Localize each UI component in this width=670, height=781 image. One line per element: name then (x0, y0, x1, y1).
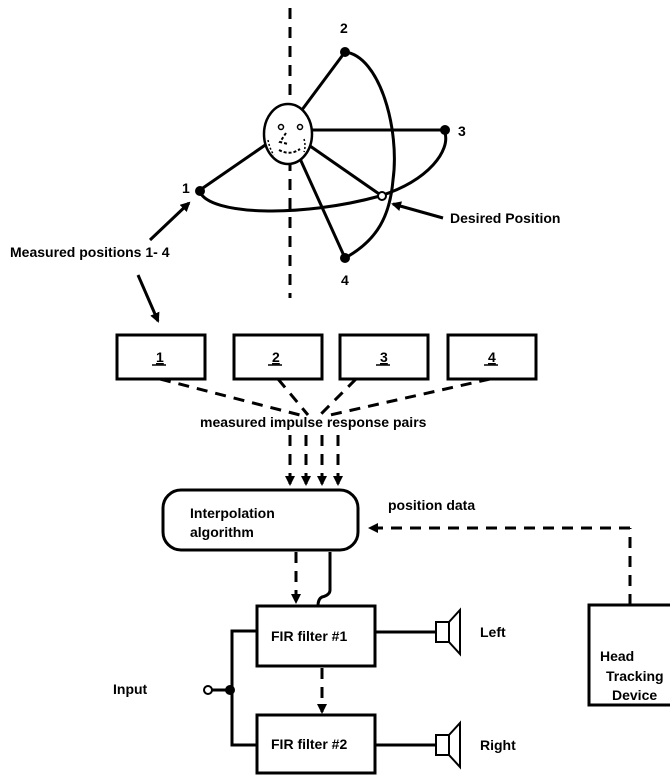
input-wiring (203, 629, 257, 747)
right-label: Right (480, 737, 516, 753)
position-label-2: 2 (340, 20, 348, 36)
head-tracking-label-line1: Head (600, 648, 634, 664)
interpolation-block: Interpolation algorithm (161, 488, 360, 552)
head-tracking-box (587, 603, 670, 707)
measured-positions-arrow-down (136, 274, 160, 323)
box-label-4: 4 (488, 349, 496, 365)
desired-position-marker (377, 191, 387, 201)
speaker-left-icon (375, 607, 461, 657)
head-tracking-device: Head Tracking Device (587, 603, 670, 707)
box-label-3: 3 (380, 349, 388, 365)
interpolation-label-line1: Interpolation (190, 505, 275, 521)
measurement-boxes: 1 2 3 4 (115, 333, 538, 381)
fir-filter-2-label: FIR filter #2 (271, 736, 347, 752)
horizontal-orbit (198, 132, 448, 213)
interp-hook-line (316, 552, 332, 607)
head-tracking-label-line2: Tracking (606, 668, 664, 684)
head-tracking-label-line3: Device (612, 687, 657, 703)
fir-filter-2-box (255, 713, 377, 775)
impulse-arrows (285, 435, 343, 486)
position-label-3: 3 (458, 123, 466, 139)
speaker-right-icon (375, 720, 461, 770)
input-terminal (203, 685, 213, 695)
position-dot-1 (195, 186, 205, 196)
position-data-path (368, 523, 632, 605)
measurement-box-3 (338, 333, 430, 381)
measurement-box-4 (446, 333, 538, 381)
interpolation-box (161, 488, 360, 552)
box-label-1: 1 (156, 349, 164, 365)
desired-position-arrow (391, 201, 444, 220)
box-label-2: 2 (272, 349, 280, 365)
measured-positions-arrow-up (148, 201, 191, 242)
head-face (262, 102, 314, 166)
convergence-lines (159, 377, 491, 417)
fir-filter-1-box (255, 604, 377, 668)
impulse-response-pairs-label: measured impulse response pairs (200, 414, 427, 430)
position-dot-3 (440, 125, 450, 135)
position-dot-4 (340, 253, 350, 263)
input-label: Input (113, 681, 148, 697)
left-label: Left (480, 624, 506, 640)
interpolation-label-line2: algorithm (190, 524, 254, 540)
spatial-diagram: 2 3 1 4 Desired Position Measured positi… (10, 8, 560, 323)
measured-positions-label: Measured positions 1- 4 (10, 244, 170, 260)
position-label-1: 1 (182, 180, 190, 196)
position-data-label: position data (388, 497, 475, 513)
position-label-4: 4 (341, 272, 349, 288)
desired-position-label: Desired Position (450, 210, 560, 226)
position-dot-2 (340, 47, 350, 57)
fir-filter-1-label: FIR filter #1 (271, 628, 347, 644)
vertical-orbit (344, 50, 396, 260)
measurement-box-1 (115, 333, 207, 381)
